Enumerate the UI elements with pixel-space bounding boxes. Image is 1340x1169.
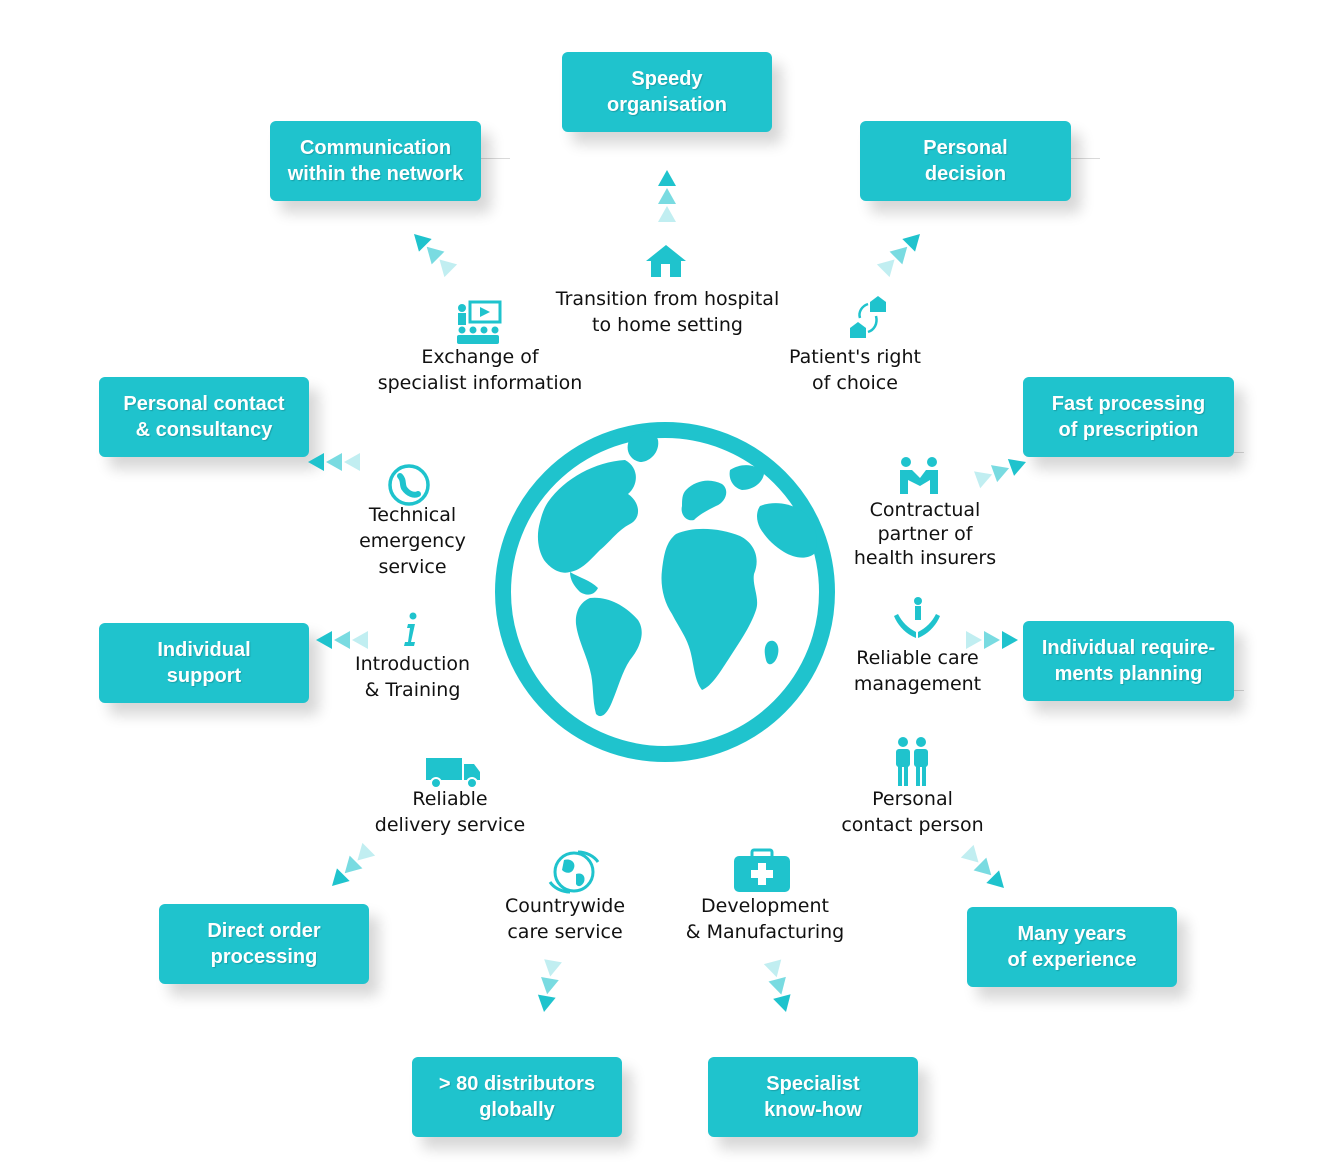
arrow-chevron: [357, 842, 376, 861]
label-contractual: Contractual partner of health insurers: [853, 499, 997, 569]
arrow-chevron: [990, 465, 1010, 483]
label-transition: Transition from hospital to home setting: [555, 288, 780, 336]
arrow-chevron: [763, 959, 782, 978]
label-care-management: Reliable care management: [853, 647, 982, 695]
arrow-chevron: [986, 870, 1004, 888]
arrow-to-fast-processing: [974, 459, 1026, 489]
home-exchange-icon: [850, 296, 886, 338]
label-exchange: Exchange of specialist information: [377, 346, 583, 394]
guide-line: [1234, 452, 1244, 453]
arrow-to-communication: [414, 234, 458, 278]
arrow-chevron: [414, 234, 432, 252]
arrow-to-personal-decision: [876, 234, 920, 278]
arrow-to-speedy: [658, 170, 676, 222]
arrow-chevron: [332, 868, 350, 886]
arrow-chevron: [344, 453, 360, 471]
box-many-years: Many years of experience: [967, 907, 1177, 987]
arrow-chevron: [658, 170, 676, 186]
box-distributors: > 80 distributors globally: [412, 1057, 622, 1137]
arrow-chevron: [902, 234, 920, 252]
label-delivery: Reliable delivery service: [374, 788, 526, 836]
box-specialist-know-how: Specialist know-how: [708, 1057, 918, 1137]
arrow-chevron: [1007, 459, 1026, 476]
label-countrywide: Countrywide care service: [504, 895, 626, 943]
arrow-chevron: [768, 976, 786, 995]
box-personal-decision: Personal decision: [860, 121, 1071, 201]
arrow-chevron: [541, 976, 559, 995]
arrow-to-many-years: [960, 844, 1004, 888]
truck-icon: [426, 758, 480, 789]
box-personal-contact: Personal contact & consultancy: [99, 377, 309, 457]
label-training: Introduction & Training: [354, 653, 471, 701]
house-icon: [646, 245, 686, 277]
arrow-chevron: [308, 453, 324, 471]
arrow-chevron: [974, 471, 993, 489]
label-patient-choice: Patient's right of choice: [789, 346, 921, 394]
info-icon: [404, 612, 417, 646]
two-people-icon: [896, 737, 928, 786]
arrow-to-distributors: [537, 959, 562, 1012]
arrow-chevron: [439, 259, 458, 278]
world-globe-icon: [495, 422, 835, 762]
label-emergency: Technical emergency service: [359, 504, 466, 578]
globe-icon: [548, 850, 600, 894]
box-individual-support: Individual support: [99, 623, 309, 703]
arrow-chevron: [658, 188, 676, 204]
arrow-chevron: [352, 631, 368, 649]
handshake-icon: [900, 457, 938, 494]
arrow-to-individual-support: [316, 631, 368, 649]
arrow-chevron: [316, 631, 332, 649]
arrow-chevron: [658, 206, 676, 222]
arrow-chevron: [1002, 631, 1018, 649]
arrow-chevron: [960, 844, 979, 863]
box-requirements-planning: Individual require- ments planning: [1023, 621, 1234, 701]
guide-line: [1070, 158, 1100, 159]
box-direct-order: Direct order processing: [159, 904, 369, 984]
arrow-to-direct-order: [332, 842, 376, 886]
arrow-to-personal-contact: [308, 453, 360, 471]
label-development: Development & Manufacturing: [685, 895, 845, 943]
arrow-chevron: [344, 855, 363, 874]
arrow-chevron: [876, 259, 895, 278]
care-hands-icon: [894, 597, 940, 638]
arrow-chevron: [326, 453, 342, 471]
arrow-to-know-how: [763, 959, 791, 1012]
arrow-chevron: [426, 246, 445, 265]
presentation-icon: [457, 300, 502, 344]
arrow-chevron: [544, 959, 562, 977]
arrow-chevron: [973, 857, 992, 876]
arrow-chevron: [773, 994, 791, 1012]
headset-icon: [388, 464, 430, 506]
arrow-chevron: [334, 631, 350, 649]
arrow-chevron: [889, 246, 908, 265]
arrow-chevron: [537, 994, 556, 1012]
box-speedy-organisation: Speedy organisation: [562, 52, 772, 132]
guide-line: [480, 158, 510, 159]
label-contact-person: Personal contact person: [841, 788, 984, 836]
box-communication-network: Communication within the network: [270, 121, 481, 201]
box-fast-processing: Fast processing of prescription: [1023, 377, 1234, 457]
guide-line: [1234, 690, 1244, 691]
first-aid-case-icon: [734, 848, 790, 892]
